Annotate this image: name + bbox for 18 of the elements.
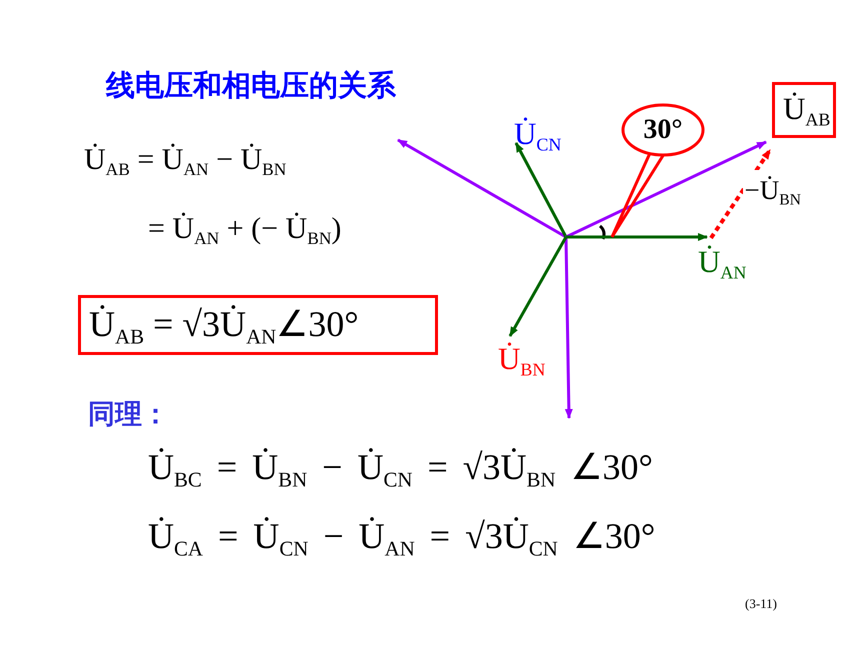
formula: U̇$_{BC}$ = U̇$_{BN}$ − U̇$_{CN}$ = √3U̇$_{BN}$ ∠30° [148,446,653,488]
formula: = U̇$_{AN}$ + (− U̇$_{BN}$) [148,212,342,246]
formula: U̇$_{AB}$ = U̇$_{AN}$ − U̇$_{BN}$ [84,143,286,177]
phasor-arrow [565,140,767,238]
phasor-arrow [514,142,568,238]
phasor-label: U̇$_{BN}$ [498,337,556,383]
phasor-arrow [508,236,568,337]
phasor-label: U̇$_{CN}$ [514,112,578,160]
dotted-arrow [709,148,772,240]
formula: U̇$_{CA}$ = U̇$_{CN}$ − U̇$_{AN}$ = √3U̇$_{CN}$ ∠30° [148,515,656,557]
title: 线电压和相电压的关系 [106,67,396,104]
phasor-label: U̇$_{AN}$ [698,240,758,286]
formula-box: U̇$_{AB}$ = √3U̇$_{AN}$∠30° [78,295,438,355]
callout-bubble: 30° [606,103,706,240]
phasor-label-box: U̇$_{AB}$ [772,82,836,138]
phasor-arrow [566,233,708,241]
page-number: (3-11) [745,596,778,612]
heading: 同理： [88,398,169,432]
